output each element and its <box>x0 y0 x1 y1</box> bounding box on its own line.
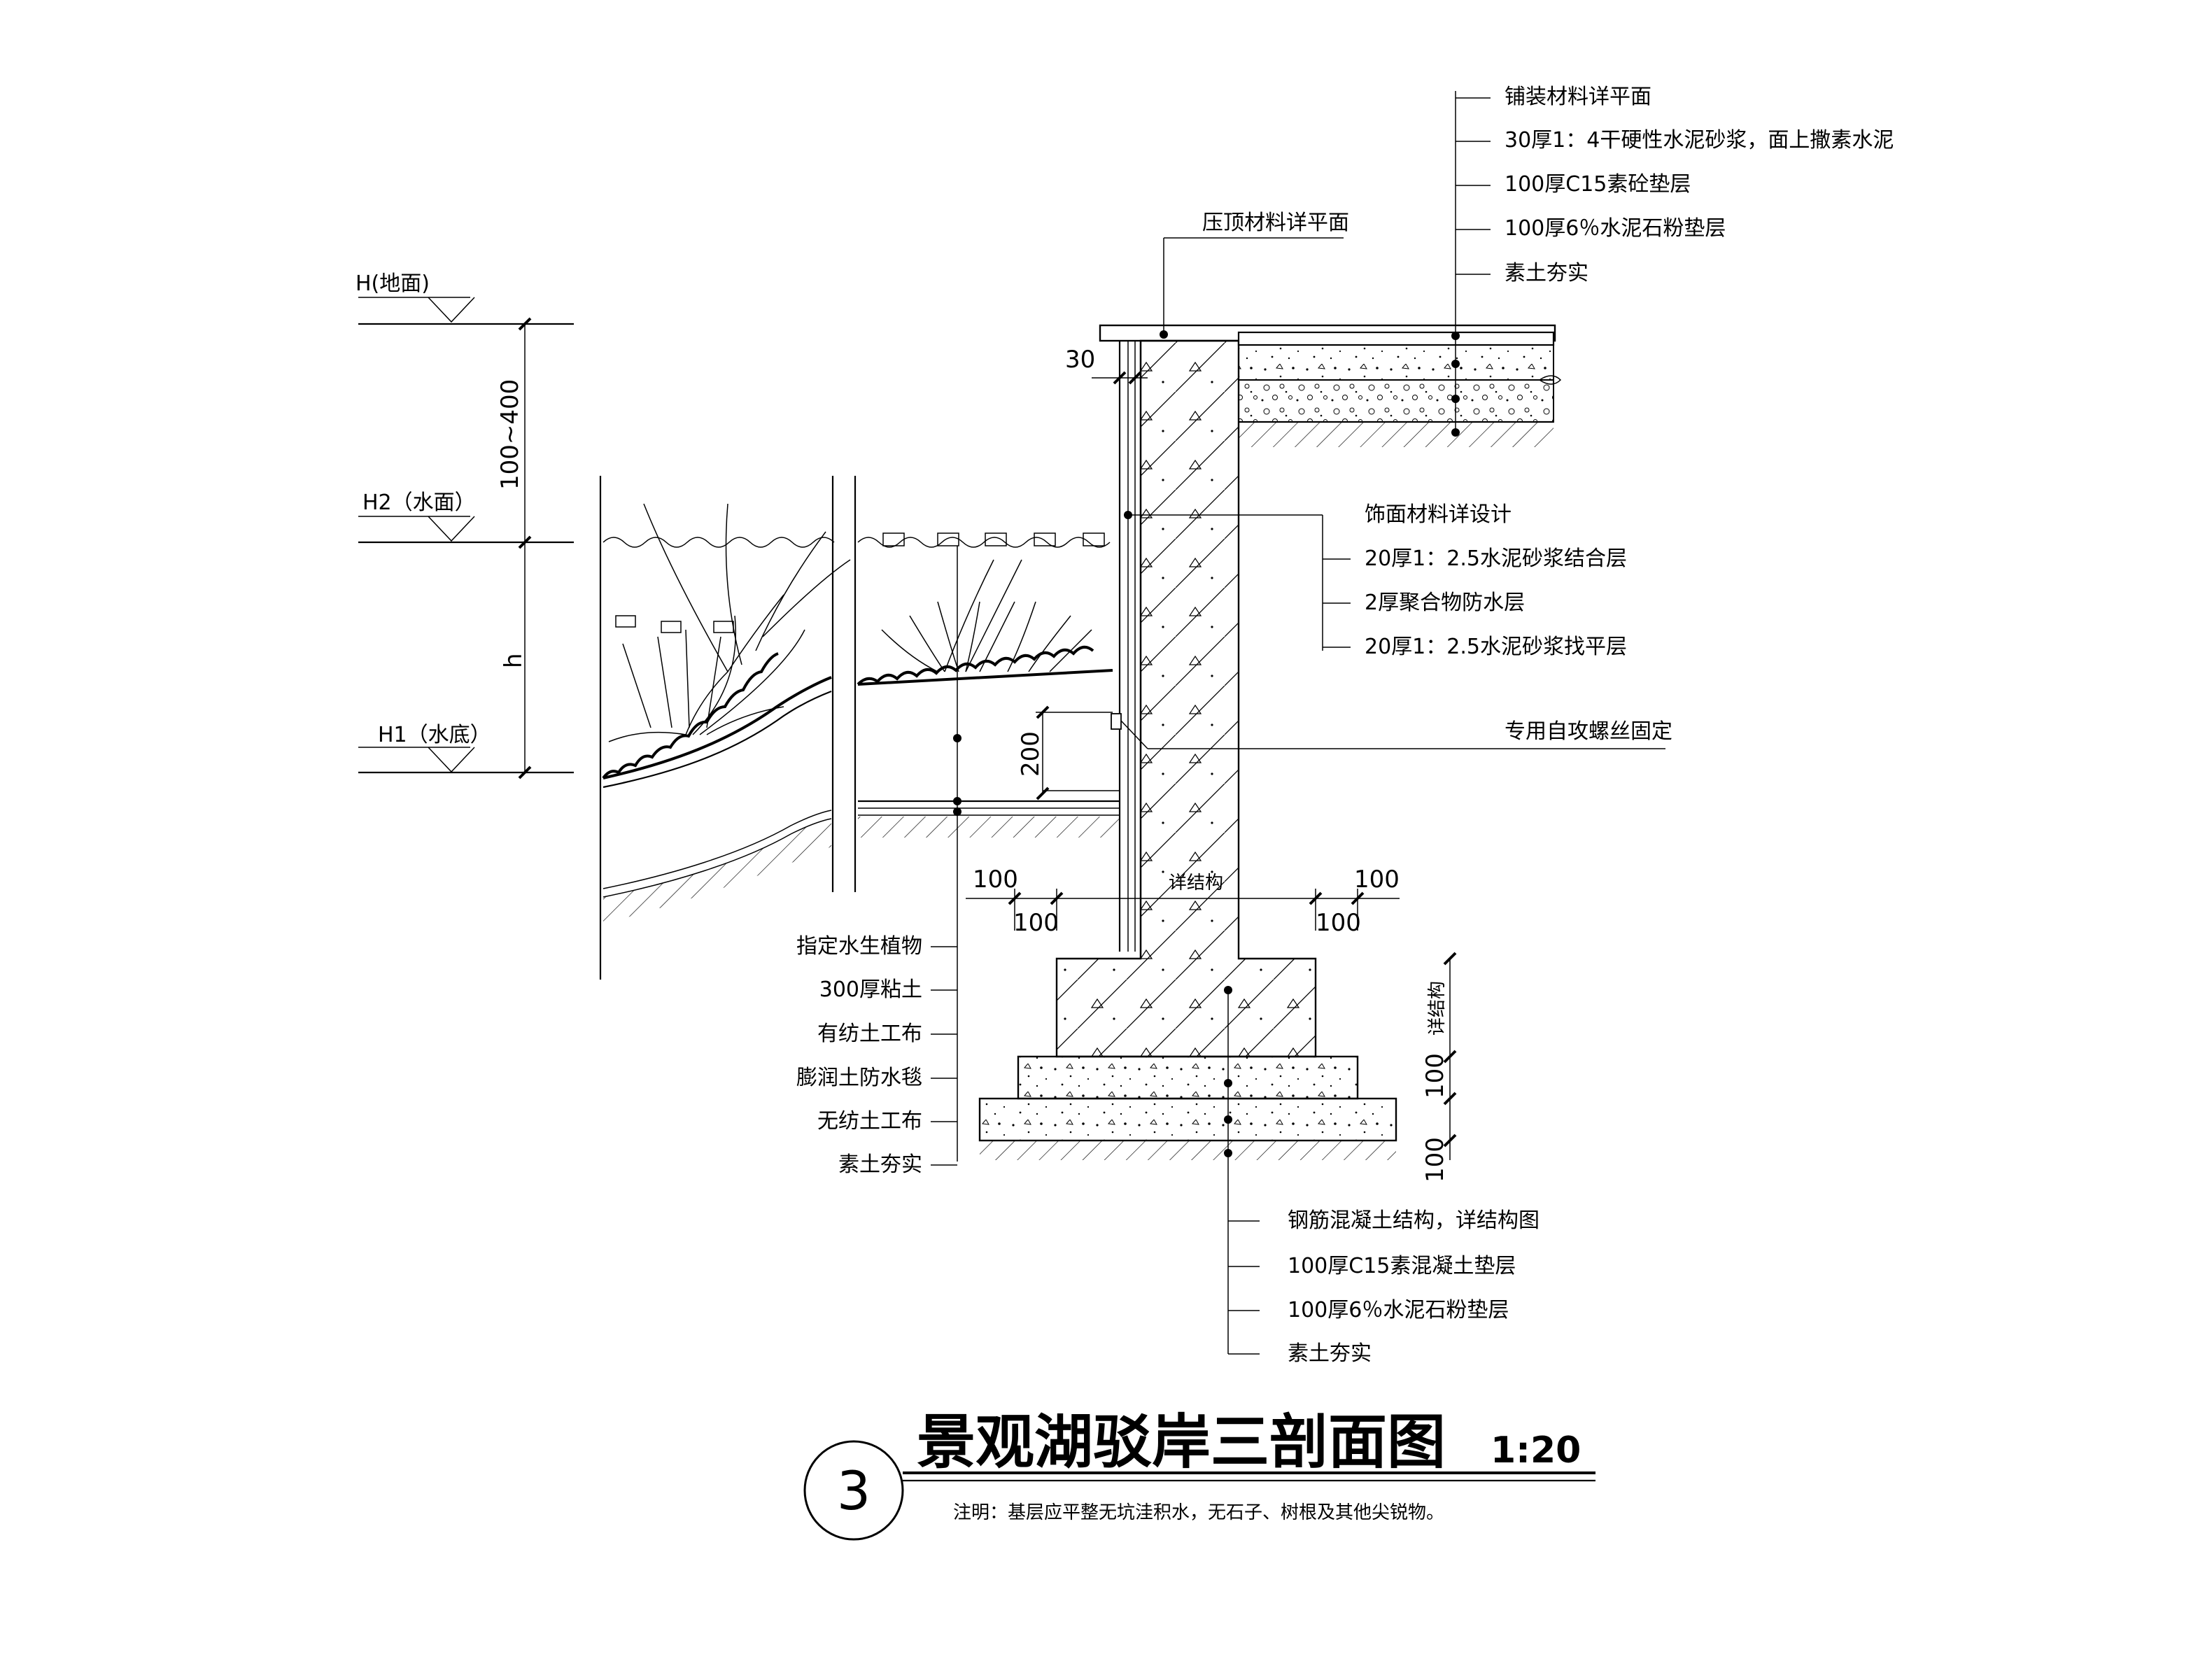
label-foundation-3: 100厚6％水泥石粉垫层 <box>1288 1298 1509 1322</box>
label-lakebed-5: 无纺土工布 <box>817 1109 922 1134</box>
label-pavement-3: 100厚C15素砼垫层 <box>1505 172 1691 197</box>
label-facing-4: 20厚1：2.5水泥砂浆找平层 <box>1365 635 1627 659</box>
dim-detail-side: 详结构 <box>1427 981 1448 1036</box>
label-pavement-1: 铺装材料详平面 <box>1505 85 1651 109</box>
label-foundation-4: 素土夯实 <box>1288 1341 1372 1366</box>
level-water: H2（水面） <box>362 490 476 515</box>
dim-100-top-right: 100 <box>1354 866 1400 894</box>
label-foundation-2: 100厚C15素混凝土垫层 <box>1288 1254 1516 1278</box>
label-pavement-4: 100厚6％水泥石粉垫层 <box>1505 216 1726 241</box>
level-ground: H(地面) <box>355 271 430 296</box>
dim-100-bottom-left: 100 <box>1013 909 1059 937</box>
label-facing-3: 2厚聚合物防水层 <box>1365 591 1525 615</box>
dim-30: 30 <box>1065 346 1095 374</box>
title-block <box>803 1440 1595 1541</box>
label-screw: 专用自攻螺丝固定 <box>1505 719 1672 744</box>
label-lakebed-3: 有纺土工布 <box>817 1022 922 1046</box>
label-foundation-1: 钢筋混凝土结构，详结构图 <box>1288 1208 1540 1233</box>
dim-100-top-left: 100 <box>973 866 1018 894</box>
level-markers <box>358 297 574 779</box>
dim-100-footing1: 100 <box>1421 1053 1449 1099</box>
dim-detail-top: 详结构 <box>1169 873 1223 894</box>
pavement <box>1237 91 1562 447</box>
title-number: 3 <box>837 1460 871 1522</box>
title-scale: 1:20 <box>1491 1430 1581 1471</box>
dim-100-bottom-right: 100 <box>1316 909 1361 937</box>
page-title: 景观湖驳岸三剖面图 <box>917 1408 1446 1476</box>
label-pavement-2: 30厚1：4干硬性水泥砂浆，面上撒素水泥 <box>1505 128 1894 153</box>
retaining-wall <box>966 237 1665 1354</box>
plant-flowers <box>615 532 1105 633</box>
dim-100-footing2: 100 <box>1421 1137 1449 1183</box>
foundation-ticks <box>1228 1220 1260 1355</box>
label-facing-1: 饰面材料详设计 <box>1365 502 1512 527</box>
label-facing-2: 20厚1：2.5水泥砂浆结合层 <box>1365 546 1627 571</box>
label-lakebed-2: 300厚粘土 <box>819 977 922 1002</box>
label-lakebed-4: 膨润土防水毯 <box>796 1066 922 1090</box>
lake-bed <box>599 476 1120 1162</box>
level-bottom: H1（水底） <box>378 723 491 747</box>
title-note: 注明：基层应平整无坑洼积水，无石子、树根及其他尖锐物。 <box>953 1502 1444 1523</box>
lakebed-ticks <box>931 946 957 1166</box>
label-coping: 压顶材料详平面 <box>1202 211 1349 235</box>
dim-200: 200 <box>1017 731 1045 777</box>
label-lakebed-6: 素土夯实 <box>838 1152 922 1177</box>
dim-h: h <box>500 653 528 668</box>
label-pavement-5: 素土夯实 <box>1505 261 1588 285</box>
dim-range: 100~400 <box>496 379 524 490</box>
label-lakebed-1: 指定水生植物 <box>796 934 922 959</box>
